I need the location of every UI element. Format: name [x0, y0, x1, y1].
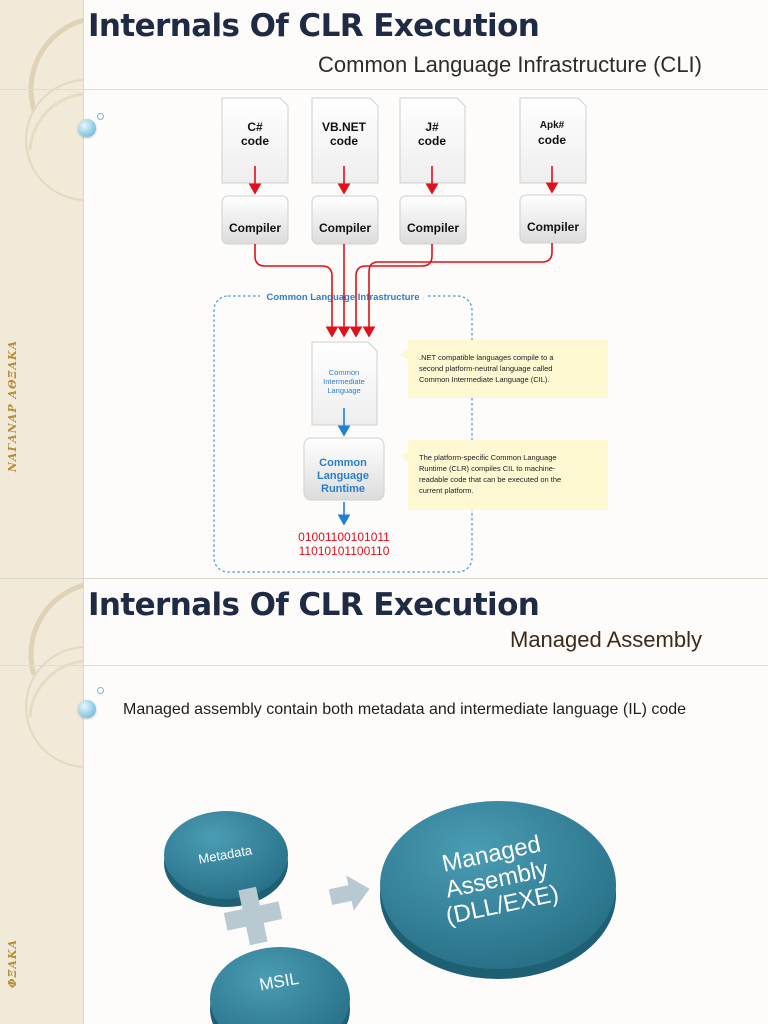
svg-text:readable code that can be exec: readable code that can be executed on th… [419, 475, 561, 484]
source-label: VB.NET [322, 120, 367, 134]
title-divider [0, 89, 768, 90]
title-divider [0, 665, 768, 666]
compiler-label: Compiler [407, 221, 459, 235]
side-vertical-text: ΦΞΑΚΑ [6, 939, 19, 988]
bubble-ornament [78, 119, 96, 137]
source-label: Apk# [540, 120, 565, 131]
binary-line: 11010101100110 [299, 544, 390, 558]
svg-text:Runtime (CLR) compiles CIL to: Runtime (CLR) compiles CIL to machine- [419, 464, 556, 473]
clr-box: Common Language Runtime [303, 437, 385, 501]
source-label: code [330, 134, 358, 148]
svg-text:current platform.: current platform. [419, 486, 474, 495]
slide-subtitle: Managed Assembly [510, 627, 702, 652]
svg-text:.NET compatible languages comp: .NET compatible languages compile to a [419, 353, 554, 362]
source-label: code [538, 133, 566, 147]
bullet-dot [97, 113, 104, 120]
slide-managed-assembly: ΦΞΑΚΑ Internals Of CLR Execution Managed… [0, 578, 768, 1024]
svg-text:Runtime: Runtime [321, 483, 365, 495]
source-doc-vbnet: VB.NET code [311, 97, 379, 184]
cli-diagram: C# code VB.NET code J# code Apk# code Co… [213, 97, 608, 573]
slide-subtitle: Common Language Infrastructure (CLI) [318, 52, 702, 77]
arrow-right-icon [328, 875, 370, 911]
note-clr: The platform-specific Common Language Ru… [400, 440, 608, 510]
source-doc-jsharp: J# code [399, 97, 466, 184]
compiler-label: Compiler [527, 220, 579, 234]
side-vertical-text: ΝΑΓΑΝΑΡ ΑΘΞΑΚΑ [6, 340, 19, 473]
managed-assembly-diagram: Metadata MSIL Managed Assembly (DLL/EXE) [164, 801, 616, 1024]
compiler-label: Compiler [319, 221, 371, 235]
side-decoration-band: ΦΞΑΚΑ [0, 579, 84, 1024]
managed-assembly-circle: Managed Assembly (DLL/EXE) [380, 801, 616, 979]
side-decoration-band: ΝΑΓΑΝΑΡ ΑΘΞΑΚΑ [0, 0, 84, 578]
source-label: J# [425, 120, 439, 134]
bubble-ornament [78, 700, 96, 718]
plus-icon [223, 886, 283, 946]
note-cil: .NET compatible languages compile to a s… [400, 340, 608, 398]
svg-text:The platform-specific Common L: The platform-specific Common Language [419, 453, 557, 462]
compiler-box: Compiler [399, 195, 467, 245]
svg-text:second platform-neutral langua: second platform-neutral language called [419, 364, 552, 373]
msil-circle: MSIL [210, 947, 350, 1024]
source-doc-csharp: C# code [221, 97, 289, 184]
bullet-text: Managed assembly contain both metadata a… [123, 701, 687, 718]
slide-title: Internals Of CLR Execution [88, 8, 540, 44]
compiler-label: Compiler [229, 221, 281, 235]
slide-title: Internals Of CLR Execution [88, 587, 540, 623]
source-label: code [241, 134, 269, 148]
svg-text:Intermediate: Intermediate [323, 377, 365, 386]
cli-boundary-label: Common Language Infrastructure [266, 292, 419, 303]
source-label: code [418, 134, 446, 148]
svg-text:Language: Language [327, 386, 360, 395]
slide-cli: ΝΑΓΑΝΑΡ ΑΘΞΑΚΑ Internals Of CLR Executio… [0, 0, 768, 578]
compiler-box: Compiler [311, 195, 379, 245]
svg-text:Common Intermediate Language (: Common Intermediate Language (CIL). [419, 375, 550, 384]
binary-line: 01001100101011 [298, 530, 390, 544]
cil-document: Common Intermediate Language [311, 341, 378, 426]
source-label: C# [247, 120, 263, 134]
bullet-dot [97, 687, 104, 694]
metadata-circle: Metadata [164, 811, 288, 907]
compiler-box: Compiler [519, 194, 587, 244]
svg-text:Common: Common [319, 457, 367, 469]
source-doc-apk: Apk# code [519, 97, 587, 184]
svg-text:Common: Common [329, 368, 359, 377]
compiler-box: Compiler [221, 195, 289, 245]
svg-text:Language: Language [317, 470, 369, 482]
